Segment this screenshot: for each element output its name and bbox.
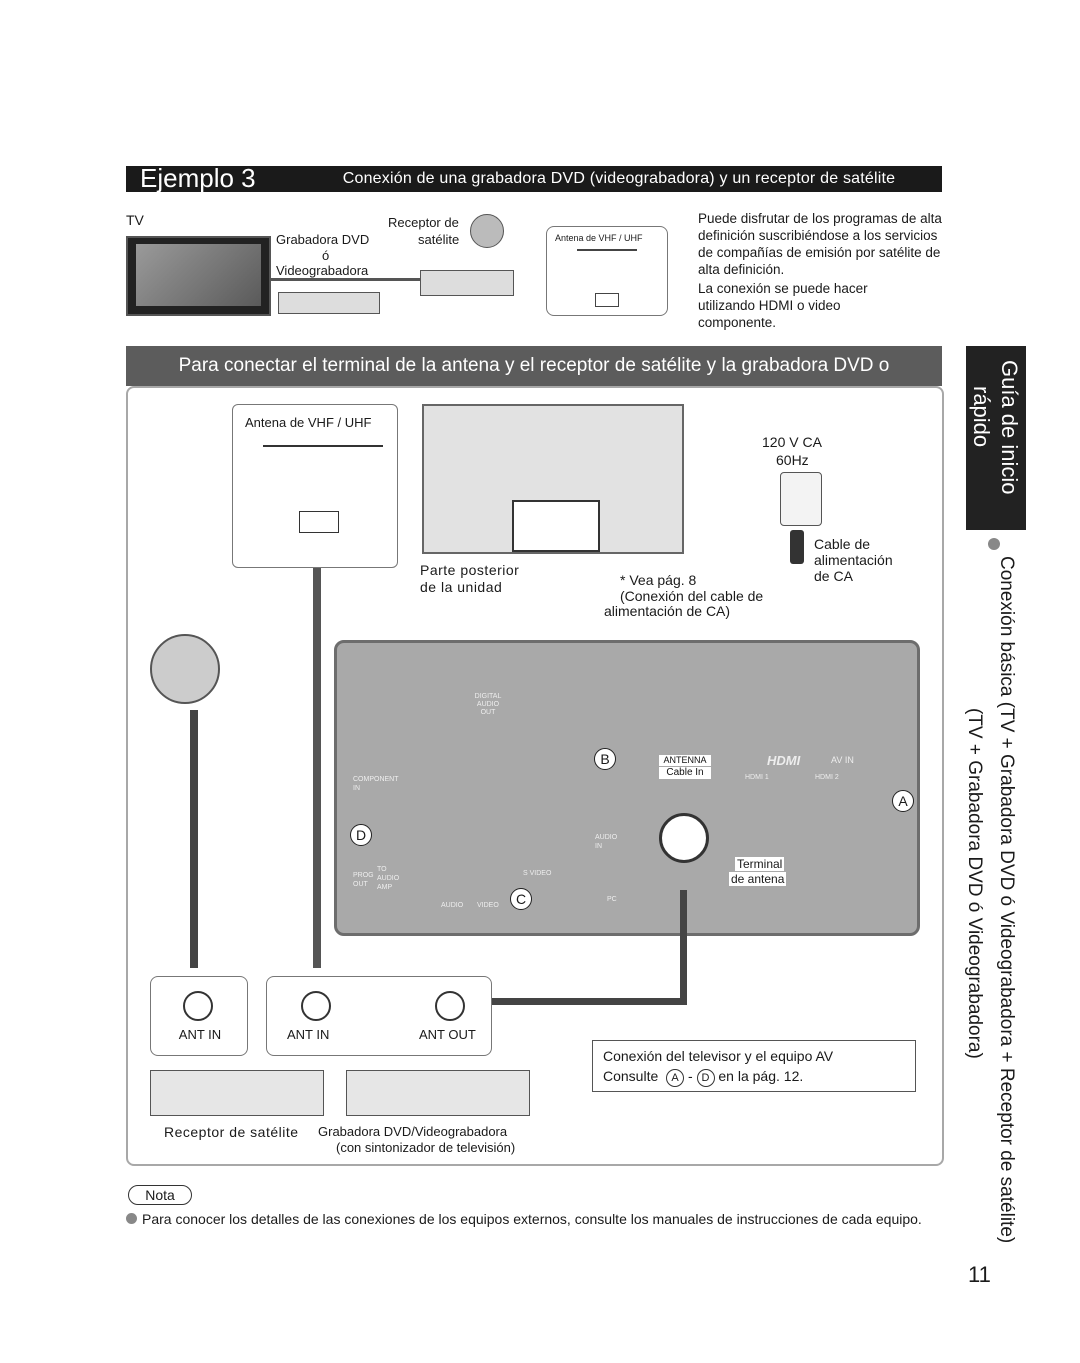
recorder-ant-out-port (435, 991, 465, 1021)
section-title: Para conectar el terminal de la antena y… (126, 346, 942, 416)
component-in-label: COMPONENT IN (353, 776, 399, 792)
recorder-ports-box: ANT IN ANT OUT (266, 976, 492, 1056)
terminal-label-1: Terminal (735, 857, 785, 871)
receiver-caption: Receptor de satélite (164, 1124, 299, 1140)
outlet-icon (780, 472, 822, 526)
ref-suffix: en la pág. 12. (718, 1068, 804, 1084)
tag-b: B (594, 748, 616, 770)
see-page-sub-2: alimentación de CA) (604, 603, 731, 619)
dvd-recorder-illustration (346, 1070, 530, 1116)
receiver-ports-box: ANT IN (150, 976, 248, 1056)
vcr-label: Videograbadora (276, 263, 369, 278)
power-cord-label-1: Cable de (814, 536, 871, 552)
tv-illustration (126, 236, 271, 316)
antenna-small-icon (577, 249, 637, 281)
connection-info-box: Conexión del televisor y el equipo AV Co… (592, 1040, 916, 1092)
dvd-recorder-small (278, 292, 380, 314)
side-tab: Guía de inicio rápido (966, 346, 1026, 530)
video-label: VIDEO (477, 902, 499, 909)
ref-d: D (696, 1069, 715, 1087)
cable-in-label: Cable In (659, 767, 711, 779)
ant-out-cable-horizontal (476, 998, 687, 1005)
header-bar (126, 166, 942, 192)
hdmi1-label: HDMI 1 (745, 774, 769, 781)
tv-label: TV (126, 212, 144, 228)
prog-out-label: PROG OUT (353, 872, 374, 888)
antenna-terminal-icon (659, 813, 709, 863)
tv-rear-illustration (422, 404, 684, 554)
power-plug-icon (790, 530, 804, 564)
see-page-sub-1: (Conexión del cable de (620, 588, 764, 604)
side-tab-line1: Guía de inicio (997, 360, 1022, 495)
top-antenna-box: Antena de VHF / UHF (546, 226, 668, 316)
note-label: Nota (128, 1185, 192, 1205)
satellite-dish-small-icon (470, 214, 504, 248)
rear-label-2: de la unidad (420, 579, 503, 595)
terminal-panel: DIGITAL AUDIO OUT COMPONENT IN PROG OUT … (334, 640, 920, 936)
satellite-dish-icon (150, 634, 220, 704)
antenna-icon (263, 445, 383, 487)
note-text: Para conocer los detalles de las conexio… (142, 1211, 922, 1227)
or-label: ó (322, 248, 330, 263)
note-bullet (126, 1213, 137, 1224)
connection-info-line2: Consulte A - D en la pág. 12. (603, 1067, 905, 1087)
antenna-cable (313, 568, 321, 968)
terminal-label-2: de antena (729, 872, 787, 886)
power-cord-label-2: alimentación (814, 552, 893, 568)
ant-out-cable (680, 890, 687, 1002)
receiver-label-2: satélite (418, 232, 460, 247)
pc-label: PC (607, 896, 617, 903)
page-number: 11 (968, 1262, 991, 1287)
to-audio-amp-label: TO AUDIO AMP (377, 866, 400, 891)
tag-a: A (892, 790, 914, 812)
audio-in-label: AUDIO IN (595, 834, 618, 850)
s-video-label: S VIDEO (523, 870, 552, 877)
top-antenna-label: Antena de VHF / UHF (555, 233, 643, 243)
satellite-receiver-illustration (150, 1070, 324, 1116)
receiver-ant-in-port (183, 991, 213, 1021)
recorder-caption-2: (con sintonizador de televisión) (336, 1140, 516, 1155)
intro-paragraph-2: La conexión se puede hacer utilizando HD… (698, 281, 868, 330)
intro-paragraph-1: Puede disfrutar de los programas de alta… (698, 211, 942, 277)
top-cable-line (270, 278, 420, 281)
side-heading-bullet (988, 538, 1000, 550)
ref-dash: - (687, 1068, 693, 1084)
ref-a: A (666, 1069, 685, 1087)
ant-in-label-1: ANT IN (178, 1027, 222, 1042)
connection-info-line1: Conexión del televisor y el equipo AV (603, 1048, 834, 1064)
side-heading-line1: Conexión básica (TV + Grabadora DVD ó Vi… (996, 556, 1017, 1244)
av-in-label: AV IN (831, 755, 854, 765)
antenna-box: Antena de VHF / UHF (232, 404, 398, 568)
header-subtitle: Conexión de una grabadora DVD (videograb… (342, 170, 896, 187)
ant-in-label-2: ANT IN (287, 1027, 330, 1042)
power-voltage: 120 V CA (762, 434, 822, 450)
side-tab-line2: rápido (969, 386, 994, 448)
tag-d: D (350, 824, 372, 846)
consult-text: Consulte (603, 1068, 659, 1084)
hdmi-logo: HDMI (767, 753, 801, 768)
example-label: Ejemplo 3 (140, 163, 256, 193)
receiver-label-1: Receptor de (388, 215, 459, 230)
ant-out-label: ANT OUT (419, 1027, 476, 1042)
antenna-port-label: ANTENNA (659, 755, 711, 766)
side-heading-line2: (TV + Grabadora DVD ó Videograbadora) (964, 708, 985, 1059)
recorder-label: Grabadora DVD (276, 232, 370, 247)
recorder-ant-in-port (301, 991, 331, 1021)
audio-label: AUDIO (441, 902, 464, 909)
power-cord-label-3: de CA (814, 568, 853, 584)
antenna-label: Antena de VHF / UHF (245, 415, 372, 430)
recorder-caption-1: Grabadora DVD/Videograbadora (318, 1124, 508, 1139)
power-frequency: 60Hz (776, 452, 809, 468)
digital-audio-out-label: DIGITAL AUDIO OUT (474, 693, 502, 716)
rear-label-1: Parte posterior (420, 562, 520, 578)
dish-cable (190, 710, 198, 968)
see-page-note: * Vea pág. 8 (620, 572, 697, 588)
tag-c: C (510, 888, 532, 910)
satellite-receiver-small (420, 270, 514, 296)
hdmi2-label: HDMI 2 (815, 774, 839, 781)
